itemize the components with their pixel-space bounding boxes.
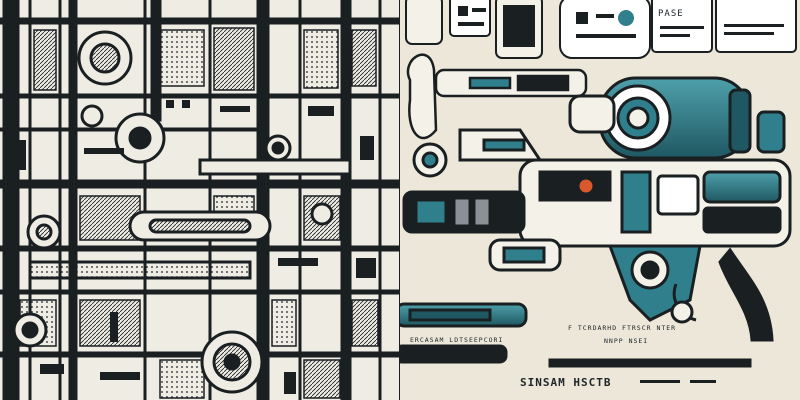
left-machinery-illustration	[0, 0, 400, 400]
caption-small-2: NNPP NSEI	[604, 337, 648, 345]
left-panel	[0, 0, 400, 400]
lower-tubes	[400, 302, 752, 368]
rivets	[18, 100, 376, 394]
top-card-details	[458, 6, 784, 38]
caption-small-3: ERCASAM LDTSEEPCORI	[410, 336, 503, 344]
right-panel: PASE	[400, 0, 800, 400]
right-blaster-illustration: PASE	[400, 0, 797, 389]
vertical-pipes	[2, 0, 382, 400]
upper-mechanism	[406, 53, 588, 140]
caption-rule-marks	[640, 380, 716, 383]
scope-cylinder	[568, 76, 786, 160]
hatched-panels	[19, 27, 379, 399]
central-tube	[28, 158, 352, 280]
top-right-code: PASE	[658, 9, 684, 19]
blaster-grip	[488, 238, 774, 342]
round-mechanisms	[12, 30, 334, 394]
caption-small-1: F TCRDARHD FTRSCR NTER	[568, 324, 676, 332]
blaster-body	[518, 158, 792, 248]
blaster-barrel	[402, 128, 543, 234]
bottom-caption: SINSAM HSCTB	[520, 376, 611, 389]
